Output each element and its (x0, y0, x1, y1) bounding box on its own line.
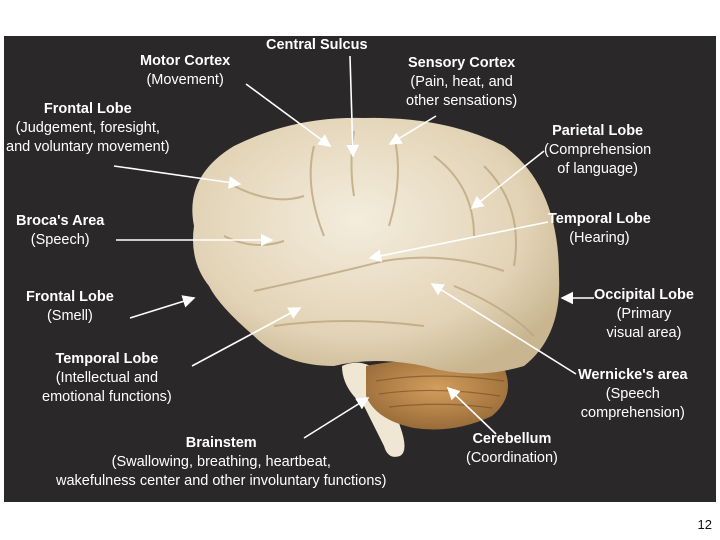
label-parietal-lobe: Parietal Lobe (Comprehension of language… (544, 123, 652, 177)
label-frontal-lobe-judgement: Frontal Lobe (Judgement, foresight, and … (6, 101, 170, 155)
diagram-panel: Motor Cortex (Movement) Central Sulcus S… (4, 36, 716, 502)
brain-illustration (192, 117, 560, 457)
pointer-temporal-lobe-left (191, 307, 302, 367)
pointer-motor-cortex (245, 83, 332, 147)
page-number: 12 (697, 517, 712, 532)
pointer-cerebellum (446, 386, 497, 435)
pointer-frontal-lobe-top (113, 165, 242, 189)
pointer-temporal-lobe-right (368, 221, 549, 263)
pointer-brainstem (303, 397, 370, 439)
label-frontal-lobe-smell: Frontal Lobe (Smell) (26, 289, 114, 324)
cerebrum-shape (192, 117, 560, 374)
label-temporal-lobe-hearing: Temporal Lobe (Hearing) (548, 211, 651, 246)
label-central-sulcus: Central Sulcus (266, 37, 368, 53)
pointer-parietal-lobe (470, 150, 545, 209)
brainstem-shape (342, 362, 405, 457)
pointer-sensory-cortex (388, 115, 437, 145)
pointer-wernickes-area (430, 283, 577, 375)
label-brocas-area: Broca's Area (Speech) (16, 213, 105, 248)
label-brainstem: Brainstem (Swallowing, breathing, heartb… (56, 435, 387, 489)
label-sensory-cortex: Sensory Cortex (Pain, heat, and other se… (406, 55, 518, 109)
label-occipital-lobe: Occipital Lobe (Primary visual area) (594, 287, 694, 341)
pointer-frontal-lobe-smell (129, 295, 196, 319)
pointer-central-sulcus (346, 55, 360, 158)
label-wernickes-area: Wernicke's area (Speech comprehension) (578, 367, 688, 421)
label-temporal-lobe-intellectual: Temporal Lobe (Intellectual and emotiona… (42, 351, 172, 405)
pointer-lines (113, 55, 594, 439)
label-cerebellum: Cerebellum (Coordination) (466, 431, 558, 466)
label-motor-cortex: Motor Cortex (Movement) (140, 53, 231, 88)
